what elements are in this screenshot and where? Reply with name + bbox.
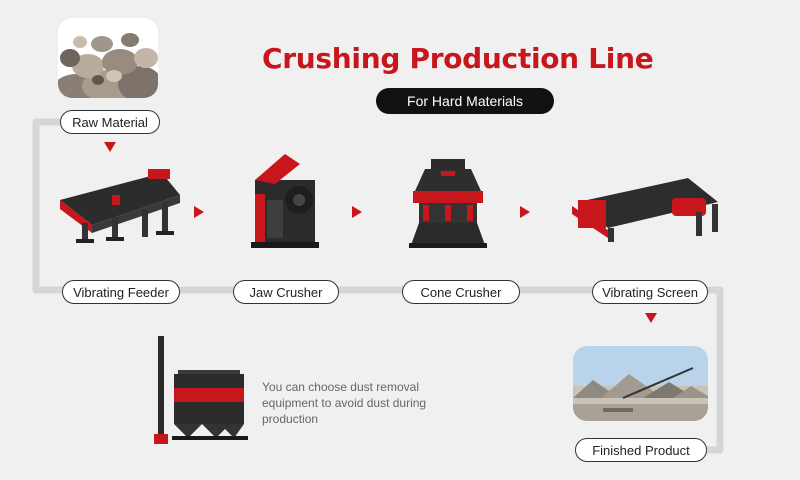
stage-label-vibrating-screen: Vibrating Screen [592,280,708,304]
subtitle-badge: For Hard Materials [376,88,554,114]
stage-label-finished-product: Finished Product [575,438,707,462]
stage-label-raw-material: Raw Material [60,110,160,134]
arrow-down-icon [104,142,116,152]
arrow-down-icon [645,313,657,323]
arrow-right-icon [352,206,362,218]
vibrating-feeder-image [60,169,180,243]
arrow-right-icon [520,206,530,218]
stage-label-cone-crusher: Cone Crusher [402,280,520,304]
page-title: Crushing Production Line [262,42,654,75]
dust-removal-note: You can choose dust removal equipment to… [262,380,427,426]
arrow-right-icon [194,206,204,218]
raw-material-photo [58,18,158,98]
jaw-crusher-image [251,154,319,248]
cone-crusher-image [409,159,487,248]
stage-label-jaw-crusher: Jaw Crusher [233,280,339,304]
vibrating-screen-image [572,178,718,242]
stage-label-vibrating-feeder: Vibrating Feeder [62,280,180,304]
dust-collector-image [154,336,248,444]
finished-product-photo [573,346,708,421]
